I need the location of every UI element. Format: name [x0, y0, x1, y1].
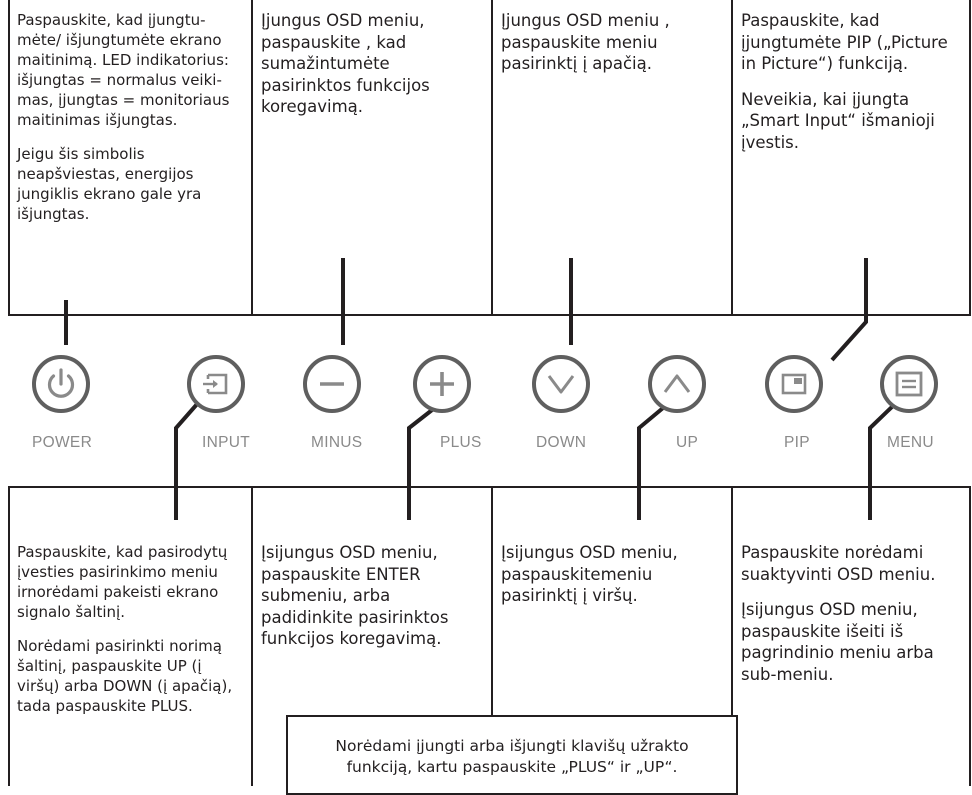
minus-description-p1: Įjungus OSD meniu, paspauskite , kad sum…: [261, 11, 430, 116]
pip-description-p2: Neveikia, kai įjungta „Smart Input“ išma…: [741, 89, 935, 152]
bottom-topline: [8, 486, 971, 488]
top-divider-4: [731, 0, 733, 316]
minus-description: Įjungus OSD meniu, paspauskite , kad sum…: [261, 10, 481, 132]
up-connector: [637, 401, 671, 520]
top-baseline: [8, 314, 971, 316]
input-description-p1: Paspauskite, kad pasirodytų įvesties pas…: [17, 543, 228, 621]
plus-button[interactable]: [413, 355, 471, 413]
top-divider-1: [8, 0, 10, 316]
pip-icon: [781, 373, 807, 395]
power-description-p1: Paspauskite, kad įjungtu-mėte/ išjungtum…: [17, 11, 230, 129]
plus-connector: [407, 401, 443, 520]
minus-label: MINUS: [311, 434, 363, 451]
pip-description-p1: Paspauskite, kad įjungtumėte PIP („Pictu…: [741, 11, 948, 73]
up-button[interactable]: [648, 355, 706, 413]
bottom-divider-4: [731, 486, 733, 786]
down-button[interactable]: [532, 355, 590, 413]
key-lock-note: Norėdami įjungti arba išjungti klavišų u…: [286, 715, 738, 795]
pip-connector: [830, 258, 868, 362]
bottom-divider-3: [491, 486, 493, 786]
menu-connector: [868, 401, 898, 520]
down-description-p1: Įjungus OSD meniu , paspauskite meniu pa…: [501, 11, 670, 73]
minus-icon: [320, 382, 344, 386]
input-description-p2: Norėdami pasirinkti norimą šaltinį, pasp…: [17, 637, 233, 715]
menu-button[interactable]: [880, 355, 938, 413]
key-lock-text: Norėdami įjungti arba išjungti klavišų u…: [335, 737, 689, 776]
top-divider-3: [491, 0, 493, 316]
power-label: POWER: [32, 434, 93, 451]
power-button[interactable]: [32, 355, 90, 413]
up-description: Įsijungus OSD meniu, paspauskitemeniu pa…: [501, 542, 721, 621]
power-description-p2: Jeigu šis simbolis neapšviestas, energij…: [17, 145, 202, 223]
chevron-down-icon: [547, 375, 575, 394]
minus-button[interactable]: [303, 355, 361, 413]
plus-description: Įsijungus OSD meniu, paspauskite ENTER s…: [261, 542, 481, 664]
bottom-divider-1: [8, 486, 10, 786]
down-description: Įjungus OSD meniu , paspauskite meniu pa…: [501, 10, 716, 89]
power-icon: [47, 368, 75, 398]
plus-icon: [430, 372, 454, 396]
menu-description-p2: Įsijungus OSD meniu, paspauskite išeiti …: [741, 600, 934, 684]
menu-label: MENU: [887, 434, 934, 451]
top-divider-5: [969, 0, 971, 316]
menu-description-p1: Paspauskite norėdami suaktyvinti OSD men…: [741, 543, 936, 584]
chevron-up-icon: [663, 374, 691, 393]
input-source-icon: [203, 373, 228, 395]
plus-description-p1: Įsijungus OSD meniu, paspauskite ENTER s…: [261, 543, 449, 648]
input-connector: [174, 401, 200, 520]
down-label: DOWN: [536, 434, 587, 451]
menu-icon: [895, 371, 923, 397]
up-description-p1: Įsijungus OSD meniu, paspauskitemeniu pa…: [501, 543, 678, 605]
plus-label: PLUS: [440, 434, 482, 451]
input-description: Paspauskite, kad pasirodytų įvesties pas…: [17, 542, 247, 730]
pip-description: Paspauskite, kad įjungtumėte PIP („Pictu…: [741, 10, 963, 167]
power-description: Paspauskite, kad įjungtu-mėte/ išjungtum…: [17, 10, 249, 238]
pip-button[interactable]: [765, 355, 823, 413]
input-button[interactable]: [187, 355, 245, 413]
menu-description: Paspauskite norėdami suaktyvinti OSD men…: [741, 542, 963, 699]
bottom-divider-2: [251, 486, 253, 786]
pip-label: PIP: [784, 434, 810, 451]
up-label: UP: [676, 434, 699, 451]
top-divider-2: [251, 0, 253, 316]
bottom-divider-5: [969, 486, 971, 786]
input-label: INPUT: [202, 434, 250, 451]
